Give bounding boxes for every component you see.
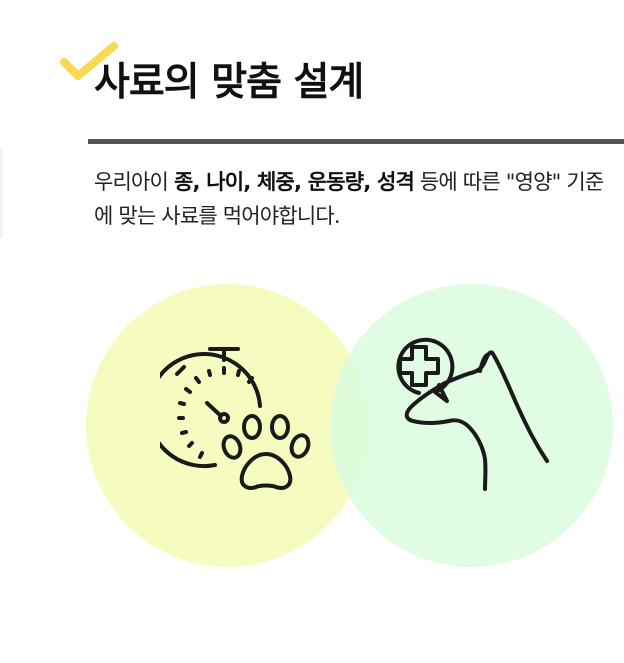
- check-mark-icon: [60, 42, 118, 80]
- page-title: 사료의 맞춤 설계: [94, 60, 364, 105]
- keyword-weight: 체중: [256, 170, 295, 194]
- description-sep-4: ,: [363, 170, 377, 194]
- keyword-activity: 운동량: [307, 170, 364, 194]
- keyword-personality: 성격: [376, 170, 415, 194]
- green-circle: [330, 284, 613, 567]
- title-divider: [88, 139, 624, 144]
- description-sep-2: ,: [243, 170, 257, 194]
- description-sep-3: ,: [294, 170, 308, 194]
- stopwatch-paw-icon: [160, 347, 311, 490]
- description-pre: 우리아이: [94, 170, 174, 194]
- description-text: 우리아이 종, 나이, 체중, 운동량, 성격 등에 따른 "영양" 기준에 맞…: [94, 165, 620, 233]
- edge-decoration: [0, 148, 3, 238]
- description-sep-1: ,: [192, 170, 207, 194]
- yellow-circle: [86, 284, 369, 567]
- description-post: 등에 따른 "영양" 기준에 맞는 사료를 먹어야합니다.: [94, 170, 604, 228]
- keyword-breed: 종: [173, 170, 193, 194]
- dog-health-icon: [396, 337, 549, 491]
- keyword-age: 나이: [206, 170, 244, 194]
